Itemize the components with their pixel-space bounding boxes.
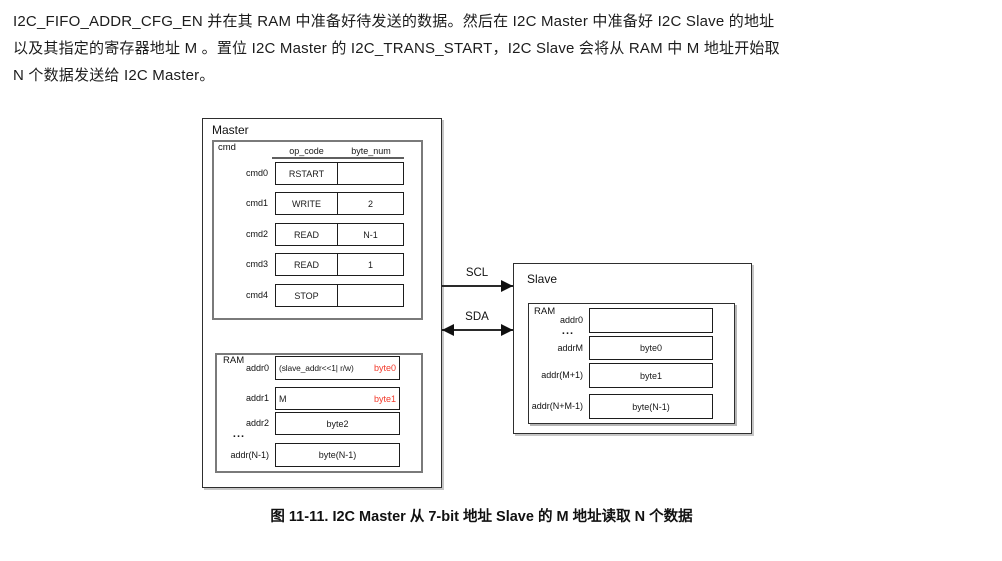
slave-ram-row	[589, 308, 713, 333]
ram-cell-text: (slave_addr<<1| r/w)	[279, 363, 354, 373]
cmd-bytenum-cell: 2	[367, 198, 373, 209]
ram-row-label: addr0	[245, 363, 269, 373]
slave-ram-label: RAM	[534, 306, 556, 317]
slave-ram-row: byte0	[589, 336, 713, 360]
cmd-bytenum-cell	[338, 163, 403, 184]
slave-ram-row-label: addr(N+M-1)	[531, 401, 583, 411]
sda-label: SDA	[465, 311, 489, 323]
cmd-opcode-cell: STOP	[276, 285, 338, 306]
slave-ram-row: byte1	[589, 363, 713, 388]
cmd-bytenum-cell: 1	[367, 259, 373, 270]
master-ram-row: (slave_addr<<1| r/w) byte0	[275, 356, 400, 380]
cmd-row-label: cmd2	[245, 229, 268, 239]
cmd-opcode-cell: READ	[276, 224, 338, 245]
paragraph-line-1: I2C_FIFO_ADDR_CFG_EN 并在其 RAM 中准备好待发送的数据。…	[13, 13, 775, 30]
master-ram-row: byte(N-1)	[275, 443, 400, 467]
sda-arrow-right-icon	[501, 324, 513, 336]
sda-line	[442, 329, 513, 331]
cmd-row-label: cmd4	[245, 290, 268, 300]
cmd-bytenum-cell	[338, 285, 403, 306]
master-cmd-label: cmd	[218, 142, 236, 153]
slave-ram-row-label: addr(M+1)	[541, 370, 583, 380]
slave-ram-row-label: addrM	[557, 343, 583, 353]
slave-ram-row: byte(N-1)	[589, 394, 713, 419]
cmd-col-header-opcode: op_code	[289, 146, 324, 156]
ram-cell-text: byte2	[326, 418, 349, 429]
slave-title: Slave	[527, 272, 558, 286]
paragraph-line-3: N 个数据发送给 I2C Master。	[13, 67, 215, 84]
ram-cell-text: byte(N-1)	[632, 401, 670, 412]
body-paragraph: I2C_FIFO_ADDR_CFG_EN 并在其 RAM 中准备好待发送的数据。…	[13, 8, 993, 89]
cmd-row: RSTART	[275, 162, 404, 185]
ram-row-label: addr(N-1)	[230, 450, 269, 460]
ram-cell-byte-red: byte1	[373, 393, 396, 404]
cmd-row: READ N-1	[275, 223, 404, 246]
cmd-row-label: cmd3	[245, 259, 268, 269]
scl-line	[442, 285, 513, 287]
cmd-row-label: cmd1	[245, 198, 268, 208]
scl-arrow-right-icon	[501, 280, 513, 292]
cmd-row: STOP	[275, 284, 404, 307]
master-ram-ellipsis: ...	[232, 428, 246, 440]
ram-cell-text: byte0	[639, 343, 663, 353]
cmd-col-header-bytenum: byte_num	[351, 146, 391, 156]
cmd-opcode-cell: RSTART	[276, 163, 338, 184]
cmd-bytenum-cell: N-1	[363, 229, 378, 240]
ram-cell-text: byte1	[639, 370, 663, 381]
slave-ram-row-label: addr0	[559, 315, 583, 325]
master-ram-row: M byte1	[275, 387, 400, 410]
ram-cell-text: byte(N-1)	[318, 450, 357, 460]
slave-ram-ellipsis: ...	[561, 325, 575, 337]
cmd-opcode-cell: WRITE	[276, 193, 338, 214]
master-title: Master	[212, 123, 249, 137]
cmd-row: READ 1	[275, 253, 404, 276]
figure-caption: 图 11-11. I2C Master 从 7-bit 地址 Slave 的 M…	[270, 509, 693, 525]
ram-cell-byte-red: byte0	[373, 363, 396, 373]
ram-cell-text: M	[279, 393, 287, 404]
cmd-opcode-cell: READ	[276, 254, 338, 275]
master-ram-row: byte2	[275, 412, 400, 435]
ram-row-label: addr2	[245, 418, 269, 428]
ram-row-label: addr1	[245, 393, 269, 403]
cmd-row-label: cmd0	[245, 168, 268, 178]
master-ram-label: RAM	[223, 355, 245, 366]
scl-label: SCL	[465, 267, 489, 279]
paragraph-line-2: 以及其指定的寄存器地址 M 。置位 I2C Master 的 I2C_TRANS…	[13, 40, 780, 57]
cmd-header-underline	[272, 157, 404, 159]
cmd-row: WRITE 2	[275, 192, 404, 215]
sda-arrow-left-icon	[442, 324, 454, 336]
